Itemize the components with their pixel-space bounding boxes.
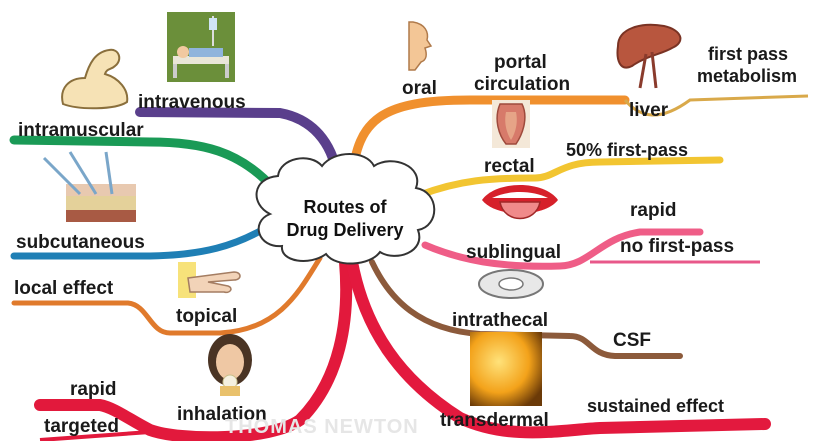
label-oral: oral [402,78,437,99]
label-transdermal: transdermal [440,410,549,431]
label-subcutaneous: subcutaneous [16,232,145,253]
label-liver-text: liver [629,100,668,121]
label-csf: CSF [613,330,651,351]
label-first-pass-line2: metabolism [697,66,797,87]
iv-patient-illustration [167,12,235,82]
mouth-profile-illustration [405,20,437,72]
tongue-mouth-illustration [480,178,560,228]
label-fifty-first-pass: 50% first-pass [566,140,688,161]
label-intravenous: intravenous [138,92,246,113]
subcutaneous-injection-illustration [40,150,138,224]
label-intrathecal: intrathecal [452,310,548,331]
flexed-arm-illustration [55,44,133,112]
central-topic: Routes of Drug Delivery [254,178,436,260]
inhalation-woman-illustration [206,332,254,396]
branch-rectal [420,160,720,195]
label-rectal: rectal [484,156,535,177]
center-title-line1: Routes of [304,196,387,219]
label-topical: topical [176,306,237,327]
rectum-illustration [492,100,530,148]
center-title-line2: Drug Delivery [286,219,403,242]
label-portal-line1: portal [494,52,547,73]
skin-patch-illustration [470,332,542,406]
label-first-pass-line1: first pass [708,44,788,65]
vertebra-illustration [476,262,546,306]
label-targeted: targeted [44,416,119,437]
label-local-effect: local effect [14,278,113,299]
watermark: THOMAS NEWTON [225,416,419,439]
label-portal-line2: circulation [474,74,570,95]
label-rapid-sublingual: rapid [630,200,676,221]
label-sublingual: sublingual [466,242,561,263]
label-sustained-effect: sustained effect [587,396,724,417]
liver-illustration [612,22,688,92]
label-intramuscular: intramuscular [18,120,144,141]
label-rapid-inhalation: rapid [70,379,116,400]
hand-topical-illustration [178,262,244,298]
label-no-first-pass: no first-pass [620,236,734,257]
